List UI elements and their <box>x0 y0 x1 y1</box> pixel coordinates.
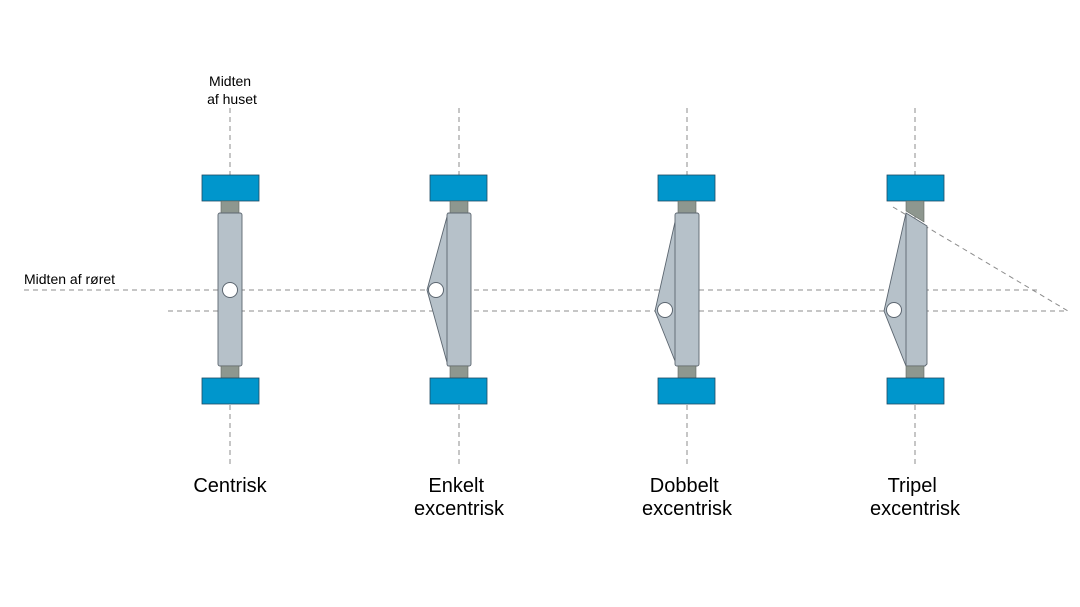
seat-bottom <box>657 377 716 405</box>
caption-centric: Centrisk <box>193 475 267 497</box>
valve-triple-eccentric <box>883 174 945 405</box>
caption-centric-line-1: Centrisk <box>193 475 267 497</box>
seat-top <box>201 174 260 202</box>
caption-double-line-2: excentrisk <box>642 498 733 520</box>
caption-double-eccentric: Dobbelt excentrisk <box>642 475 733 520</box>
pivot-point <box>657 302 673 318</box>
caption-triple-line-2: excentrisk <box>870 498 961 520</box>
seat-top <box>657 174 716 202</box>
pivot-point <box>222 282 238 298</box>
seat-bottom <box>201 377 260 405</box>
disc <box>674 212 700 367</box>
stem-bottom <box>449 365 469 379</box>
caption-triple-line-1: Tripel <box>888 475 937 497</box>
house-center-label-line-1: Midten <box>209 73 251 89</box>
caption-single-line-2: excentrisk <box>414 498 505 520</box>
caption-single-line-1: Enkelt <box>428 475 484 497</box>
house-center-label-line-2: af huset <box>207 91 257 107</box>
stem-bottom <box>677 365 697 379</box>
caption-double-line-1: Dobbelt <box>650 475 719 497</box>
seat-bottom <box>886 377 945 405</box>
house-center-label: Midten af huset <box>207 73 257 107</box>
pivot-point <box>886 302 902 318</box>
valve-single-eccentric <box>426 174 488 405</box>
valve-centric <box>201 174 260 405</box>
seat-top <box>429 174 488 202</box>
disc <box>446 212 472 367</box>
pivot-point <box>428 282 444 298</box>
stem-top <box>677 200 697 214</box>
caption-triple-eccentric: Tripel excentrisk <box>870 475 961 520</box>
disc <box>883 212 928 367</box>
inclined-seal-axis <box>892 206 1069 312</box>
seat-top <box>886 174 945 202</box>
stem-top <box>220 200 240 214</box>
stem-top <box>449 200 469 214</box>
stem-bottom <box>905 365 925 379</box>
pipe-center-label: Midten af røret <box>24 271 115 287</box>
seat-bottom <box>429 377 488 405</box>
stem-top <box>905 200 925 223</box>
valve-double-eccentric <box>654 174 716 405</box>
caption-single-eccentric: Enkelt excentrisk <box>414 475 505 520</box>
stem-bottom <box>220 365 240 379</box>
